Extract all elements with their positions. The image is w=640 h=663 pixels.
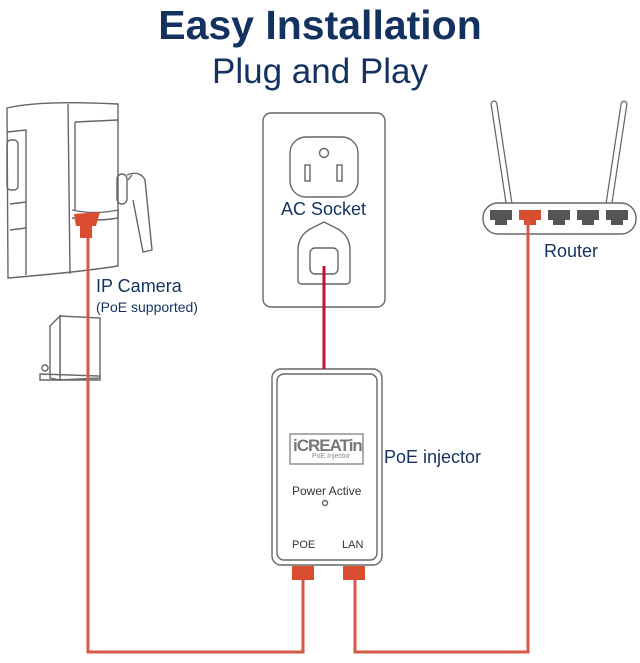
router-port [490,210,512,225]
lan-cable [353,220,530,654]
camera-label: IP Camera [96,276,182,296]
injector-brand: iCREATin [293,436,363,455]
page-subtitle: Plug and Play [212,52,428,91]
poe-port-connector [292,566,314,580]
router-port [548,210,570,225]
injector-brand-sub: PoE Injector [312,453,351,460]
page-title: Easy Installation [158,2,482,48]
router-ports [490,210,628,225]
camera-note: (PoE supported) [96,299,198,315]
camera-connector [74,212,100,238]
poe-port-label: POE [292,539,316,551]
poe-cable [86,232,305,654]
poe-injector-icon [271,368,383,566]
power-active-label: Power Active [292,484,362,498]
injector-label: PoE injector [384,447,482,467]
ip-camera-icon [6,101,153,279]
router-label: Router [544,241,599,261]
camera-mount-icon [39,314,101,381]
router-port [577,210,599,225]
router-port [606,210,628,225]
lan-port-label: LAN [342,539,364,551]
router-port-connected [519,210,541,225]
ac-socket-label: AC Socket [281,199,367,219]
lan-port-connector [343,566,365,580]
